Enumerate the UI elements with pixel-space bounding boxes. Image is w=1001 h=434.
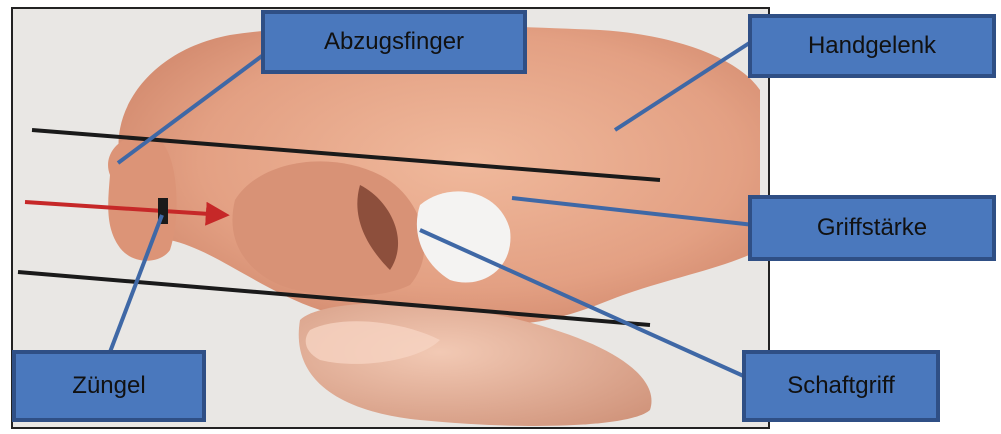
label-handgelenk: Handgelenk bbox=[748, 14, 996, 78]
label-schaftgriff: Schaftgriff bbox=[742, 350, 940, 422]
label-zuengel: Züngel bbox=[12, 350, 206, 422]
label-griffstaerke: Griffstärke bbox=[748, 195, 996, 261]
label-abzugsfinger: Abzugsfinger bbox=[261, 10, 527, 74]
